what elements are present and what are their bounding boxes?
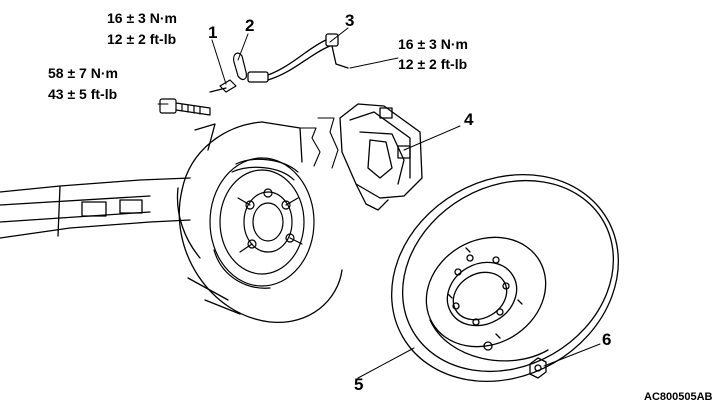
callout-5: 5 xyxy=(354,375,364,394)
wheel-nut xyxy=(529,357,547,379)
torque-hose-bolt-ftlb: 12 ± 2 ft-lb xyxy=(107,31,177,47)
hose-union-bolt xyxy=(209,79,237,93)
leader-lines xyxy=(157,27,601,379)
brake-rotor xyxy=(391,173,619,383)
brake-caliper xyxy=(339,103,423,211)
brake-hose xyxy=(247,33,349,83)
torque-caliper-bolt-nm: 58 ± 7 N·m xyxy=(48,65,118,81)
trailing-arm xyxy=(0,177,191,239)
hub-and-shoes xyxy=(209,157,315,289)
caliper-mount-bolt xyxy=(159,98,211,116)
hose-clip xyxy=(233,52,247,81)
break-line xyxy=(299,117,339,169)
torque-brake-line-ftlb: 12 ± 2 ft-lb xyxy=(398,56,468,72)
torque-hose-bolt-nm: 16 ± 3 N·m xyxy=(107,10,177,26)
torque-caliper-bolt-ftlb: 43 ± 5 ft-lb xyxy=(48,86,118,102)
callout-1: 1 xyxy=(208,23,218,42)
torque-brake-line-nm: 16 ± 3 N·m xyxy=(398,36,468,52)
backing-plate xyxy=(176,121,343,324)
figure-code: AC800505AB xyxy=(644,391,713,403)
callout-6: 6 xyxy=(602,330,612,349)
callout-3: 3 xyxy=(345,11,355,30)
callout-4: 4 xyxy=(464,110,474,129)
callout-2: 2 xyxy=(245,16,255,35)
